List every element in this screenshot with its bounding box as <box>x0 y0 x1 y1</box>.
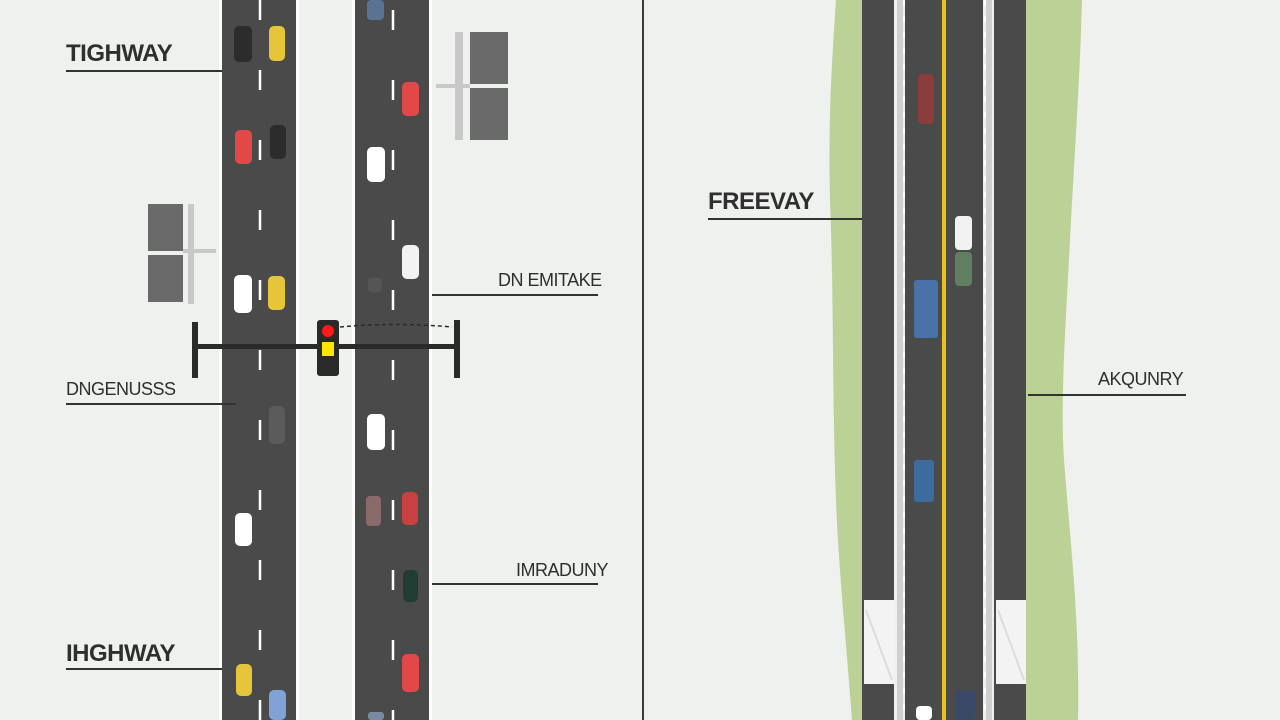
road-sign-icon <box>436 32 508 140</box>
leader-right-lower <box>1028 394 1186 396</box>
middle-highway <box>352 0 432 720</box>
panel-divider <box>642 0 644 720</box>
traffic-light-icon <box>317 320 339 376</box>
road-sign-icon <box>148 204 216 304</box>
leader-left-top <box>66 70 222 72</box>
leader-center-upper <box>432 294 598 296</box>
leader-center-lower <box>432 583 598 585</box>
leader-left-bottom <box>66 668 222 670</box>
label-right-lower: AKQUNRY <box>1098 369 1184 389</box>
label-right-upper: FREEVAY <box>708 188 814 215</box>
left-highway <box>219 0 299 720</box>
leader-right-upper <box>708 218 862 220</box>
label-center-lower: IMRADUNY <box>516 560 609 580</box>
car-icon <box>234 26 286 720</box>
label-left-middle: DNGENUSSS <box>66 379 176 399</box>
label-center-upper: DN EMITAKE <box>498 270 602 290</box>
label-left-top: TIGHWAY <box>66 40 173 67</box>
freeway <box>829 0 1082 720</box>
label-left-bottom: IHGHWAY <box>66 640 175 667</box>
leader-left-middle <box>66 403 236 405</box>
car-icon <box>914 74 975 720</box>
car-icon <box>366 0 419 720</box>
